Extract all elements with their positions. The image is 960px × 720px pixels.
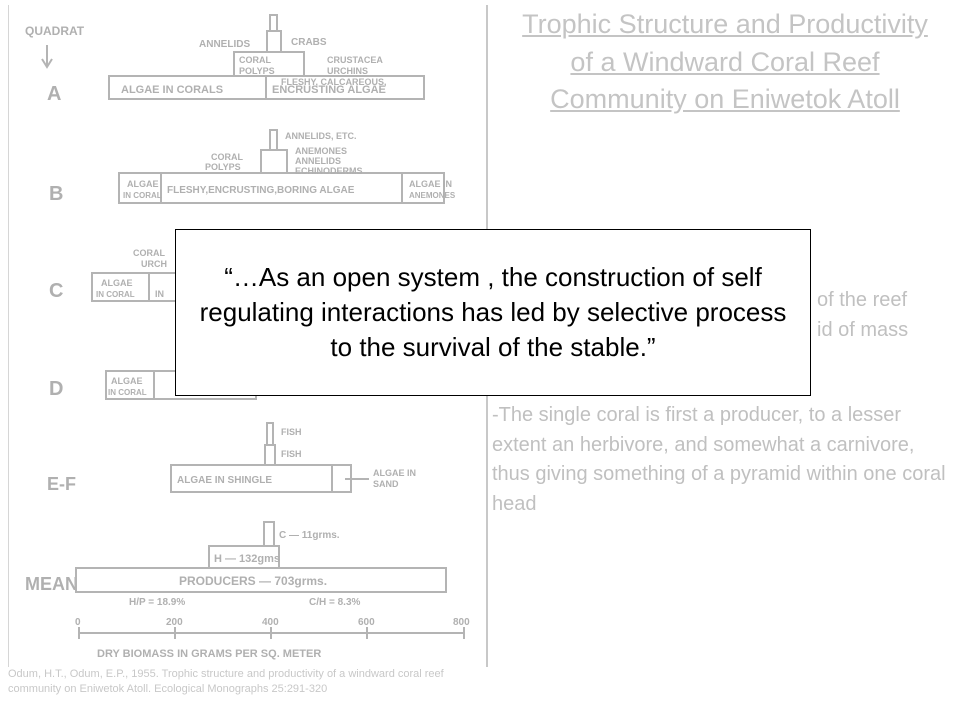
quote-text: “…As an open system , the construction o… <box>199 262 787 362</box>
background-text-line-1: of the reef <box>817 289 908 311</box>
row-ef-algae-shingle: ALGAE IN SHINGLE <box>177 475 272 486</box>
row-ef-sand: SAND <box>373 479 399 489</box>
row-b-carnivore-box <box>269 129 278 151</box>
biomass-axis-ticks <box>78 627 465 639</box>
row-d-in-coral: IN CORAL <box>108 388 147 397</box>
row-label-b: B <box>49 183 63 205</box>
row-c-algae: ALGAE <box>101 278 133 288</box>
mean-hp-ratio: H/P = 18.9% <box>129 597 185 608</box>
row-a-coral: CORAL <box>239 55 271 65</box>
row-label-mean: MEAN <box>25 574 78 594</box>
row-ef-algae-in: ALGAE IN <box>373 468 416 478</box>
mean-herbivores: H — 132gms <box>214 553 280 565</box>
row-a-algae-corals: ALGAE IN CORALS <box>121 84 223 96</box>
row-b-annelids: ANNELIDS <box>295 156 341 166</box>
row-b-herbivore-box <box>260 149 288 174</box>
quadrat-arrow-head <box>41 58 53 69</box>
row-c-urch: URCH <box>141 259 167 269</box>
row-a-carnivore-box <box>269 14 278 32</box>
row-a-annelids: ANNELIDS <box>199 39 250 50</box>
row-b-annelids-etc: ANNELIDS, ETC. <box>285 131 357 141</box>
background-text-partial: of the reef id of mass <box>817 286 957 345</box>
quote-callout: “…As an open system , the construction o… <box>175 229 811 396</box>
row-b-anemones: ANEMONES <box>295 146 347 156</box>
mean-carnivores: C — 11grms. <box>279 530 340 541</box>
row-b-in-coral: IN CORAL <box>123 191 162 200</box>
axis-tick-label: 400 <box>262 617 279 628</box>
axis-label: DRY BIOMASS IN GRAMS PER SQ. METER <box>97 648 321 660</box>
row-a-urchins: URCHINS <box>327 66 368 76</box>
row-a-polyps: POLYPS <box>239 66 275 76</box>
row-b-echinoderms: ECHINODERMS <box>295 166 363 176</box>
axis-tick-label: 600 <box>358 617 375 628</box>
row-ef-fish-2: FISH <box>281 449 302 459</box>
row-b-anemones-short: ANEMONES <box>409 191 456 200</box>
row-label-a: A <box>47 83 61 105</box>
row-d-algae: ALGAE <box>111 376 143 386</box>
row-ef-carnivore-box <box>266 422 274 446</box>
row-b-algae-in: ALGAE IN <box>409 179 452 189</box>
row-b-fleshy: FLESHY,ENCRUSTING,BORING ALGAE <box>167 185 355 196</box>
background-text-line-2: id of mass <box>817 318 909 341</box>
row-ef-herbivore-box <box>264 444 276 466</box>
citation: Odum, H.T., Odum, E.P., 1955. Trophic st… <box>8 668 444 695</box>
quadrat-label: QUADRAT <box>25 24 85 38</box>
row-a-encrusting: ENCRUSTING ALGAE <box>272 84 386 96</box>
row-c-in-coral: IN CORAL <box>96 290 135 299</box>
biomass-pyramid-diagram: QUADRAT A ALGAE IN CORALS ENCRUSTING ALG… <box>25 14 470 660</box>
row-c-in: IN <box>155 289 164 299</box>
row-label-ef: E-F <box>47 474 76 494</box>
row-b-algae: ALGAE <box>127 179 159 189</box>
axis-tick-label: 800 <box>453 617 470 628</box>
coral-paragraph: -The single coral is first a producer, t… <box>492 404 946 515</box>
slide-title: Trophic Structure and Productivity of a … <box>522 9 928 114</box>
mean-ch-ratio: C/H = 8.3% <box>309 597 361 608</box>
axis-tick-label: 200 <box>166 617 183 628</box>
row-ef-fish-1: FISH <box>281 427 302 437</box>
row-c-coral: CORAL <box>133 248 165 258</box>
row-a-crustacea: CRUSTACEA <box>327 55 383 65</box>
mean-producers: PRODUCERS — 703grms. <box>179 574 327 588</box>
mean-herbivore-box <box>208 545 280 569</box>
row-a-crabs: CRABS <box>291 37 327 48</box>
row-b-coral: CORAL <box>211 152 243 162</box>
axis-tick-label: 0 <box>75 617 81 628</box>
row-label-c: C <box>49 280 63 302</box>
row-b-polyps: POLYPS <box>205 162 241 172</box>
row-a-fleshy: FLESHY, CALCAREOUS, <box>281 77 387 87</box>
row-a-herbivore-box <box>266 30 282 53</box>
row-label-d: D <box>49 378 63 400</box>
mean-carnivore-box <box>263 521 275 547</box>
